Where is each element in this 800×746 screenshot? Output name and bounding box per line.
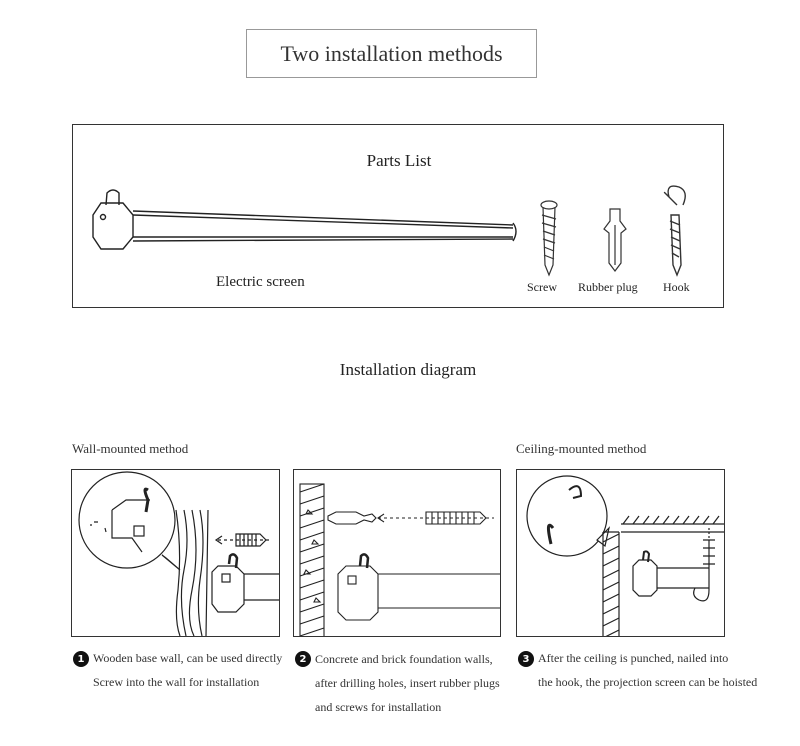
parts-list-title: Parts List bbox=[366, 151, 432, 170]
rubber-plug-label: Rubber plug bbox=[578, 280, 638, 294]
wall-mounted-method-label: Wall-mounted method bbox=[72, 441, 189, 456]
panel-wooden-wall bbox=[71, 469, 280, 637]
step-1-badge: 1 bbox=[73, 651, 89, 667]
step-2-description: Concrete and brick foundation walls, aft… bbox=[315, 647, 515, 719]
panel-concrete-wall bbox=[293, 469, 501, 637]
step-2-line-1: Concrete and brick foundation walls, bbox=[315, 652, 493, 666]
screw-label: Screw bbox=[527, 280, 557, 294]
hook-illustration bbox=[663, 185, 686, 277]
ceiling-mounted-method-label: Ceiling-mounted method bbox=[516, 441, 647, 456]
step-3-line-1: After the ceiling is punched, nailed int… bbox=[538, 651, 729, 665]
hook-label: Hook bbox=[663, 280, 690, 294]
step-2-line-2: after drilling holes, insert rubber plug… bbox=[315, 676, 500, 690]
step-1-description: Wooden base wall, can be used directly S… bbox=[93, 646, 293, 694]
wooden-wall-illustration bbox=[78, 471, 279, 636]
step-2-line-3: and screws for installation bbox=[315, 700, 442, 714]
rubber-plug-illustration bbox=[603, 208, 627, 272]
screw-illustration bbox=[540, 200, 558, 277]
page-title: Two installation methods bbox=[246, 29, 537, 78]
step-3-badge: 3 bbox=[518, 651, 534, 667]
step-2-badge: 2 bbox=[295, 651, 311, 667]
step-3-line-2: the hook, the projection screen can be h… bbox=[538, 675, 758, 689]
step-3-description: After the ceiling is punched, nailed int… bbox=[538, 646, 798, 694]
step-1-line-1: Wooden base wall, can be used directly bbox=[93, 651, 283, 665]
step-1-line-2: Screw into the wall for installation bbox=[93, 675, 260, 689]
electric-screen-illustration bbox=[92, 189, 517, 250]
installation-diagram-title: Installation diagram bbox=[339, 360, 477, 379]
concrete-wall-illustration bbox=[299, 483, 500, 636]
parts-list-panel: Parts List Electri bbox=[72, 124, 724, 308]
electric-screen-label: Electric screen bbox=[216, 274, 305, 290]
parts-illustration bbox=[92, 185, 686, 277]
panel-ceiling bbox=[516, 469, 725, 637]
ceiling-illustration bbox=[526, 475, 724, 636]
